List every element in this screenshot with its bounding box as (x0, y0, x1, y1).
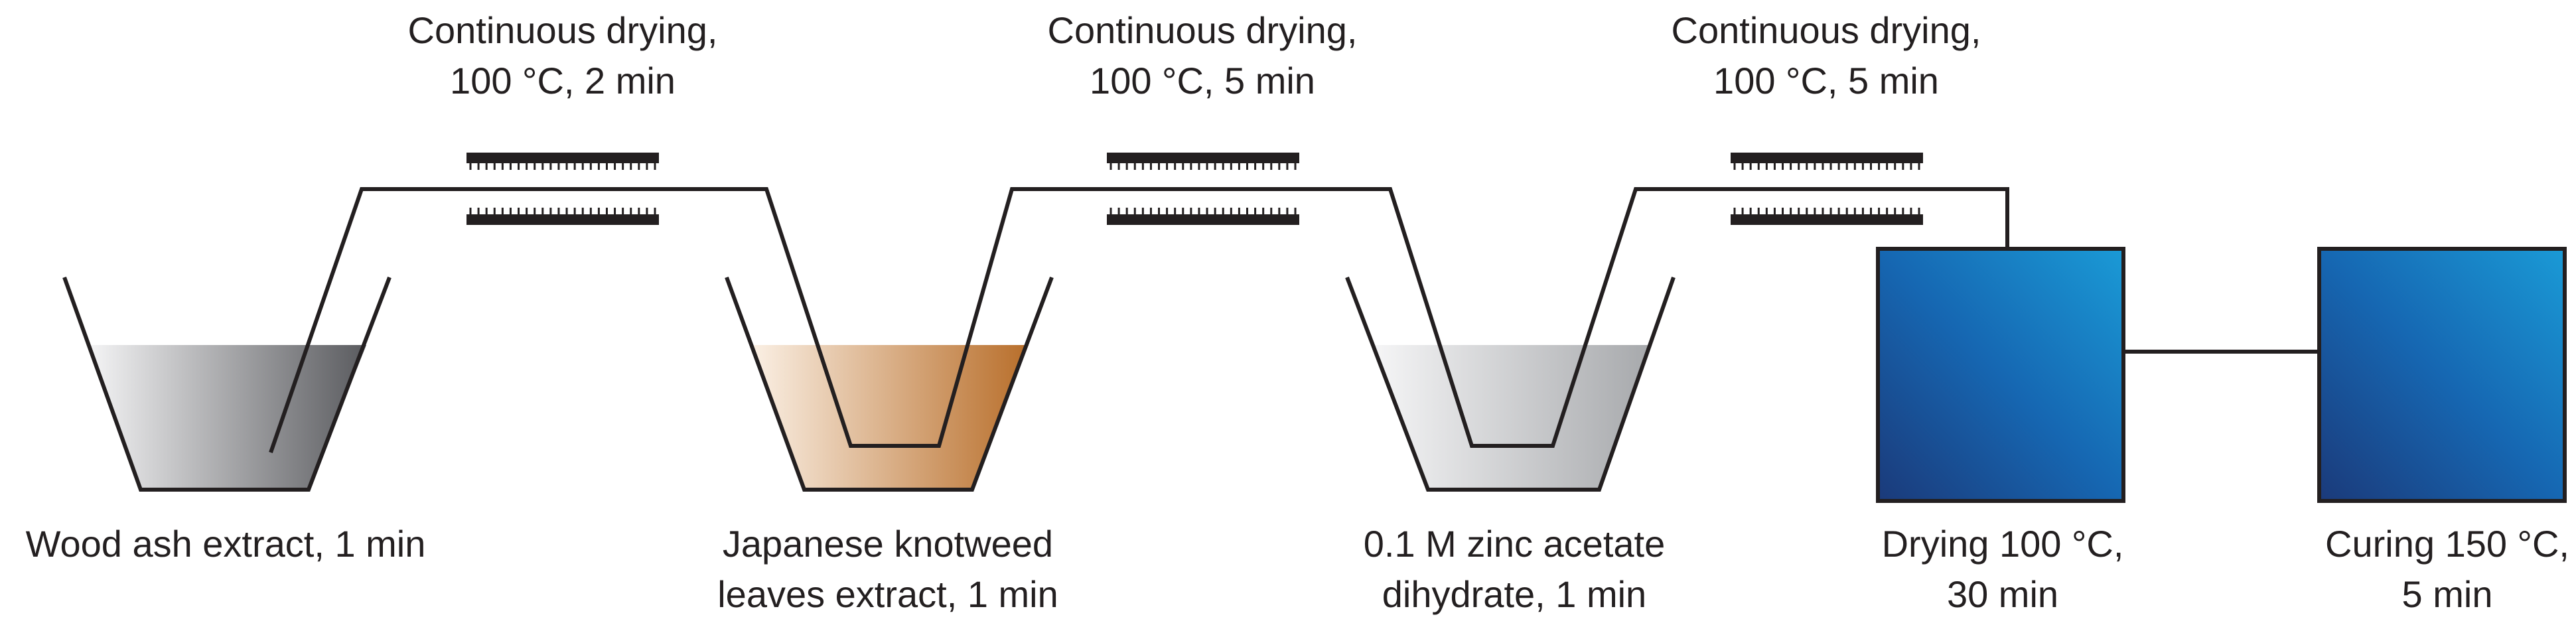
heater-bar-top (1107, 153, 1299, 163)
dryer-label-3: Continuous drying,100 °C, 5 min (1671, 9, 1981, 102)
heater-bar-top (1731, 153, 1923, 163)
dryer-label-1: Continuous drying,100 °C, 2 min (407, 9, 718, 102)
heater-bar-bottom (466, 214, 659, 225)
curing-oven (2317, 247, 2567, 503)
bath-vessel (62, 276, 392, 492)
heater-dryer-3 (1731, 153, 1923, 225)
oven-label-curing: Curing 150 °C,5 min (2325, 523, 2569, 615)
bath-liquid-brown (750, 345, 1029, 490)
bath-liquid-light-gray (1372, 345, 1649, 490)
bath-vessel (1345, 276, 1676, 492)
heater-bar-bottom (1731, 214, 1923, 225)
bath-wood-ash (62, 276, 392, 492)
heater-dryer-1 (466, 153, 659, 225)
bath-knotweed (725, 276, 1054, 492)
drying-oven (1876, 247, 2125, 503)
bath-zinc-acetate (1345, 276, 1676, 492)
oven-label-drying: Drying 100 °C,30 min (1881, 523, 2124, 615)
heater-dryer-2 (1107, 153, 1299, 225)
heater-bar-top (466, 153, 659, 163)
bath-vessel (725, 276, 1054, 492)
bath-label-wood-ash: Wood ash extract, 1 min (25, 523, 426, 565)
dryer-label-2: Continuous drying,100 °C, 5 min (1047, 9, 1358, 102)
fabric-path (269, 187, 2009, 453)
heater-bar-bottom (1107, 214, 1299, 225)
